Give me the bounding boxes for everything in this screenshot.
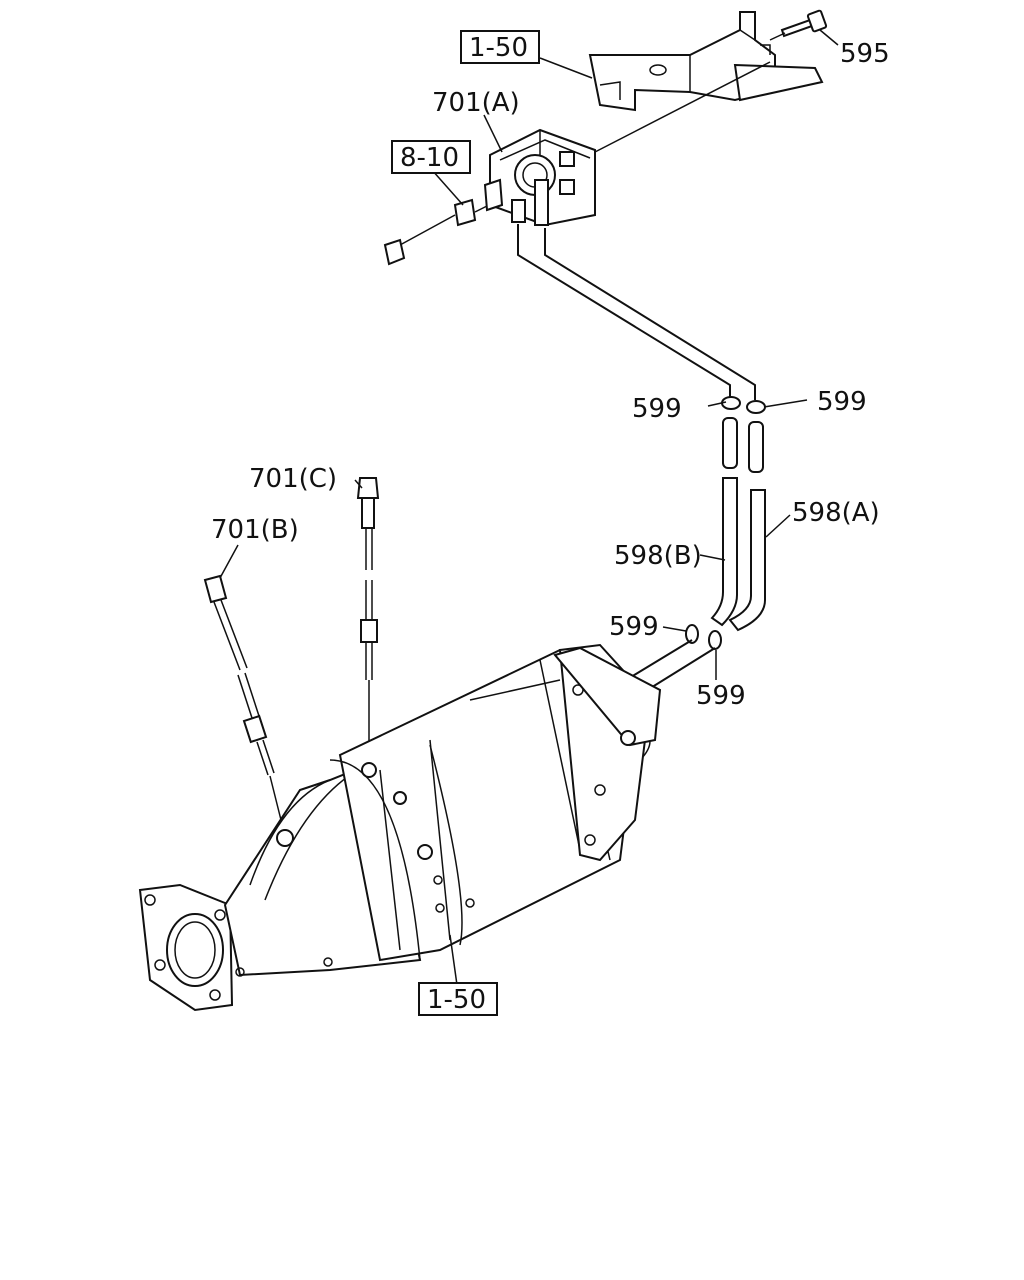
callout-595: 595: [840, 39, 890, 69]
exhaust-filter-assembly: [138, 643, 662, 1012]
bolt-595-axis: [769, 32, 786, 41]
temperature-sensor-701c: [356, 477, 380, 765]
callout-598a: 598(A): [792, 498, 880, 528]
pressure-sensor-701a: [483, 128, 596, 227]
callout-599-lower-right: 599: [696, 681, 746, 711]
ref-8-10[interactable]: 8-10: [391, 140, 471, 174]
callout-701c: 701(C): [249, 464, 337, 494]
mounting-bracket: [588, 11, 824, 112]
hose-short-sections: [722, 417, 764, 473]
ref-1-50-top-label: 1-50: [469, 33, 528, 63]
callout-598b: 598(B): [614, 541, 702, 571]
temperature-sensor-701b: [203, 574, 285, 833]
callout-701a: 701(A): [432, 88, 520, 118]
bolt-595: [780, 9, 828, 38]
ref-1-50-bottom[interactable]: 1-50: [418, 982, 498, 1016]
clamp-599-upper-right: [746, 400, 766, 414]
leader-lines: [219, 29, 839, 986]
wiring-connector: [383, 198, 488, 266]
callout-599-lower-left: 599: [609, 612, 659, 642]
ref-8-10-label: 8-10: [400, 143, 459, 173]
bracket-to-sensor-line: [594, 61, 771, 153]
callout-701b: 701(B): [211, 515, 299, 545]
hose-598b: [710, 477, 738, 627]
clamp-599-lower-right: [708, 630, 722, 650]
ref-1-50-top[interactable]: 1-50: [460, 30, 540, 64]
hose-598a: [728, 489, 766, 632]
callout-599-upper-left: 599: [632, 394, 682, 424]
clamp-599-lower-left: [685, 624, 699, 644]
ref-1-50-bottom-label: 1-50: [427, 985, 486, 1015]
callout-599-upper-right: 599: [817, 387, 867, 417]
pressure-pipes-upper: [517, 224, 756, 400]
